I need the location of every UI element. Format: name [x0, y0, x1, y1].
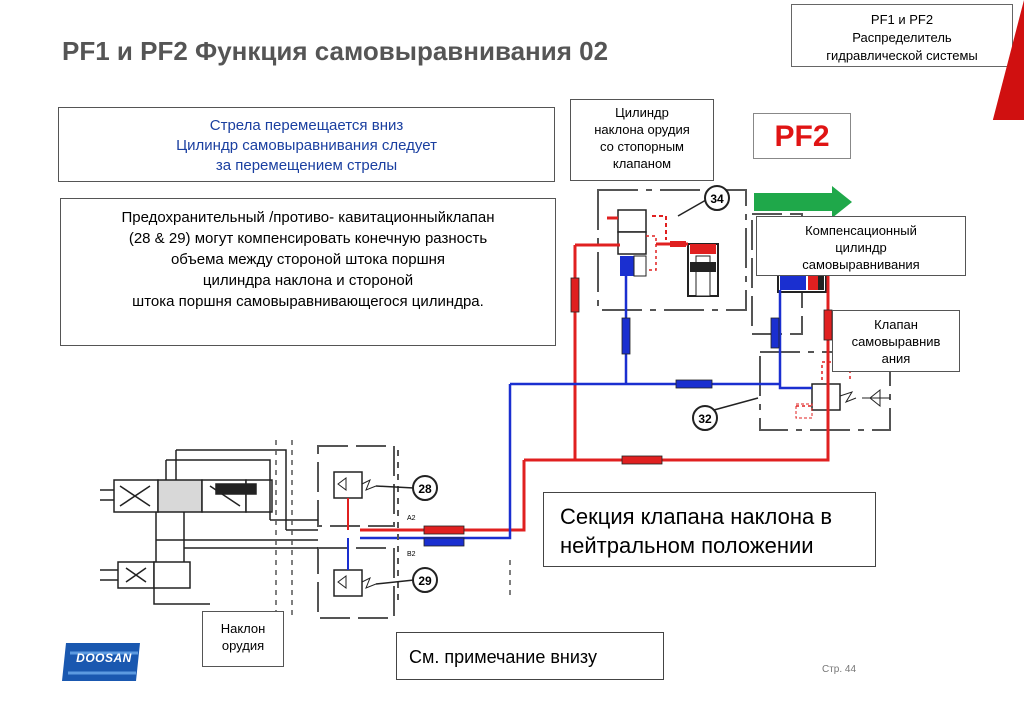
note-box: Предохранительный /противо- кавитационны…: [60, 198, 556, 346]
flow-arrows: [423, 277, 833, 547]
info-line: Стрела перемещается вниз: [209, 117, 404, 134]
green-direction-arrow: [754, 186, 852, 218]
info-line: за перемещением стрелы: [215, 157, 398, 174]
comp-cylinder-line: цилиндр: [835, 240, 887, 255]
leveling-valve-line: ания: [881, 351, 911, 366]
tilt-cylinder-line: клапаном: [612, 156, 672, 171]
doosan-logo: [62, 643, 140, 681]
header-box: PF1 и PF2 Распределитель гидравлической …: [791, 4, 1013, 67]
tilt-cylinder-line: Цилиндр: [615, 105, 669, 120]
note-line: цилиндра наклона и стороной: [202, 272, 414, 289]
tilt-cylinder-line: наклона орудия: [594, 122, 690, 137]
comp-cylinder-label: Компенсационный цилиндр самовыравнивания: [756, 216, 966, 276]
callout-28-text: 28: [418, 482, 432, 496]
note-line: объема между стороной штока поршня: [170, 251, 446, 268]
header-line: гидравлической системы: [826, 48, 978, 63]
note-line: штока поршня самовыравнивающегося цилинд…: [132, 293, 484, 310]
callout-28: 28: [375, 475, 438, 501]
callout-29-text: 29: [418, 574, 432, 588]
section-line: нейтральном положении: [560, 533, 814, 558]
blue-return-lines: [360, 276, 812, 540]
header-line: PF1 и PF2: [870, 12, 934, 27]
page-title: PF1 и PF2 Функция самовыравнивания 02: [62, 36, 609, 66]
header-line: Распределитель: [852, 30, 952, 45]
pf2-label: PF2: [753, 113, 851, 159]
tilt-section-label: Наклон орудия: [202, 611, 284, 667]
tilt-cylinder-line: со стопорным: [600, 139, 684, 154]
comp-cylinder-line: Компенсационный: [805, 223, 917, 238]
see-note-box: См. примечание внизу: [396, 632, 664, 680]
logo-text: DOOSAN: [76, 651, 132, 665]
page-number: Стр. 44: [822, 664, 857, 675]
callout-29: 29: [375, 567, 438, 593]
tilt-cylinder-block: [597, 189, 747, 311]
info-line: Цилиндр самовыравнивания следует: [176, 137, 437, 154]
callout-34: 34: [677, 185, 730, 217]
note-line: (28 & 29) могут компенсировать конечную …: [128, 230, 488, 247]
section-line: Секция клапана наклона в: [560, 504, 833, 529]
port-b2-label: B2: [407, 551, 416, 558]
tilt-cylinder-label: Цилиндр наклона орудия со стопорным клап…: [570, 99, 714, 181]
leveling-valve-block: [759, 351, 891, 431]
note-line: Предохранительный /противо- кавитационны…: [121, 209, 495, 226]
tilt-section-line: орудия: [221, 638, 265, 653]
callout-32: 32: [692, 397, 759, 431]
comp-cylinder-line: самовыравнивания: [802, 257, 920, 272]
port-a2-label: A2: [407, 515, 416, 522]
callout-34-text: 34: [710, 192, 724, 206]
section-box: Секция клапана наклона в нейтральном пол…: [543, 492, 876, 567]
main-control-spools: [100, 449, 318, 605]
dashed-pilot-lines: [275, 440, 511, 620]
tilt-section-line: Наклон: [220, 621, 266, 636]
leveling-valve-line: самовыравнив: [851, 334, 941, 349]
leveling-valve-label: Клапан самовыравнив ания: [832, 310, 960, 372]
leveling-valve-line: Клапан: [874, 317, 918, 332]
info-box: Стрела перемещается вниз Цилиндр самовыр…: [58, 107, 555, 182]
callout-32-text: 32: [698, 412, 712, 426]
tilt-valve-section: A2 B2: [317, 445, 416, 619]
